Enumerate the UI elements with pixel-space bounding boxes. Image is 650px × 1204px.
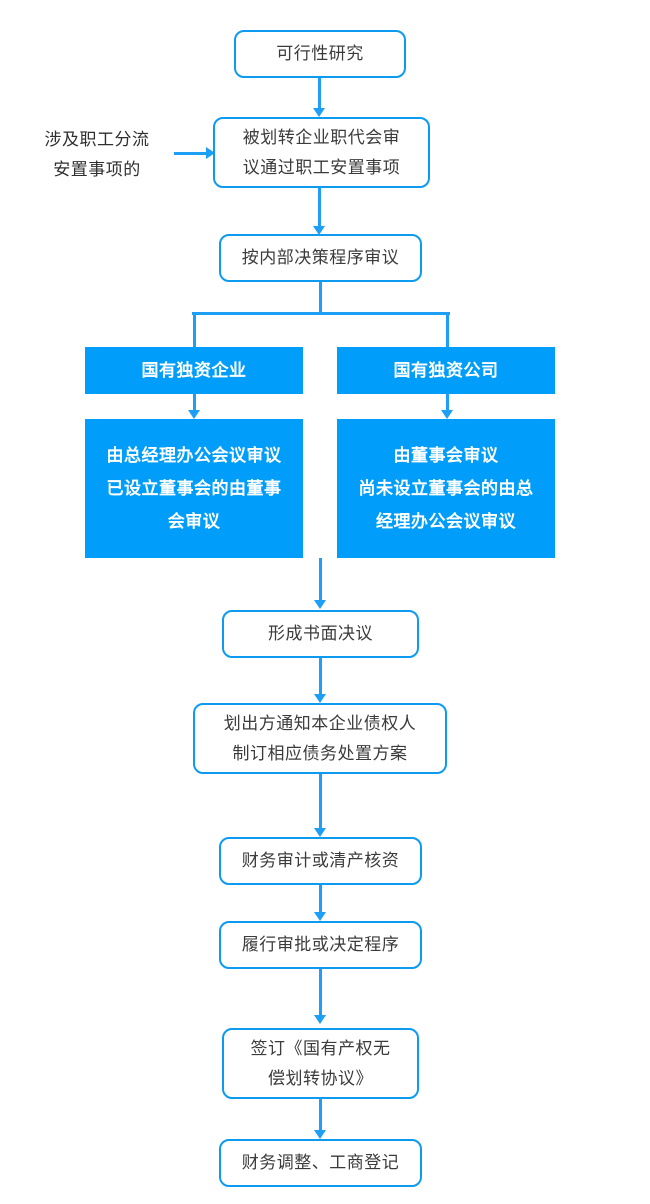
flow-node-wholly-state-owned-enterprise[interactable]: 国有独资企业	[85, 347, 303, 394]
arrowhead-n12-n13	[314, 1130, 326, 1139]
flow-node-internal-decision-procedure[interactable]: 按内部决策程序审议	[219, 234, 422, 282]
flow-node-label: 可行性研究	[276, 44, 364, 63]
flow-node-label: 签订《国有产权无 偿划转协议》	[250, 1038, 391, 1088]
flow-node-label: 划出方通知本企业债权人 制订相应债务处置方案	[223, 713, 417, 763]
connector-n8-n9	[319, 658, 322, 696]
flow-node-label: 被划转企业职代会审 议通过职工安置事项	[242, 127, 401, 177]
connector-n1-n2	[318, 78, 321, 109]
flow-node-workers-congress-review[interactable]: 被划转企业职代会审 议通过职工安置事项	[213, 117, 430, 188]
flow-node-label: 按内部决策程序审议	[241, 248, 400, 267]
flow-node-written-resolution[interactable]: 形成书面决议	[222, 610, 419, 658]
flow-node-board-review[interactable]: 由董事会审议 尚未设立董事会的由总 经理办公会议审议	[337, 419, 555, 558]
arrowhead-merge-n8	[314, 600, 326, 609]
arrowhead-n4-n6	[188, 410, 200, 419]
connector-merge-n8	[319, 558, 322, 603]
arrowhead-n10-n11	[314, 912, 326, 921]
arrowhead-n1-n2	[313, 108, 325, 117]
connector-branch-right-drop	[446, 312, 449, 347]
flow-node-gm-office-meeting-review[interactable]: 由总经理办公会议审议 已设立董事会的由董事 会审议	[85, 419, 303, 558]
flow-node-label: 国有独资公司	[393, 361, 499, 380]
flow-node-financial-audit[interactable]: 财务审计或清产核资	[219, 837, 422, 885]
side-label-employee-placement: 涉及职工分流 安置事项的	[44, 130, 150, 179]
flow-node-label: 由董事会审议 尚未设立董事会的由总 经理办公会议审议	[358, 446, 534, 531]
connector-n11-n12	[319, 969, 322, 1017]
connector-n2-n3	[318, 188, 321, 228]
arrowhead-sidelabel-n2	[206, 147, 215, 159]
connector-n10-n11	[319, 885, 322, 914]
arrowhead-n5-n7	[441, 410, 453, 419]
flow-node-label: 形成书面决议	[268, 624, 373, 643]
arrowhead-n2-n3	[313, 226, 325, 235]
flow-node-label: 国有独资企业	[141, 361, 247, 380]
flow-node-sign-transfer-agreement[interactable]: 签订《国有产权无 偿划转协议》	[222, 1028, 419, 1099]
arrowhead-n11-n12	[314, 1015, 326, 1024]
connector-n3-branch-stem	[319, 282, 322, 313]
connector-sidelabel-n2	[174, 152, 208, 155]
connector-n9-n10	[319, 774, 322, 830]
flow-node-financial-adjustment-registration[interactable]: 财务调整、工商登记	[219, 1139, 422, 1187]
arrowhead-n9-n10	[314, 828, 326, 837]
connector-n12-n13	[319, 1099, 322, 1133]
arrowhead-n8-n9	[314, 694, 326, 703]
flow-node-label: 财务审计或清产核资	[241, 851, 400, 870]
connector-branch-left-drop	[193, 312, 196, 347]
connector-branch-horizontal	[192, 312, 450, 315]
connector-n5-n7	[446, 394, 449, 413]
flow-node-label: 履行审批或决定程序	[241, 935, 400, 954]
flow-node-feasibility-study[interactable]: 可行性研究	[234, 30, 406, 78]
flow-node-notify-creditors[interactable]: 划出方通知本企业债权人 制订相应债务处置方案	[193, 703, 447, 774]
flow-node-approval-procedure[interactable]: 履行审批或决定程序	[219, 921, 422, 969]
flow-node-wholly-state-owned-company[interactable]: 国有独资公司	[337, 347, 555, 394]
flow-node-label: 财务调整、工商登记	[241, 1153, 400, 1172]
connector-n4-n6	[193, 394, 196, 413]
flow-node-label: 由总经理办公会议审议 已设立董事会的由董事 会审议	[106, 446, 282, 531]
